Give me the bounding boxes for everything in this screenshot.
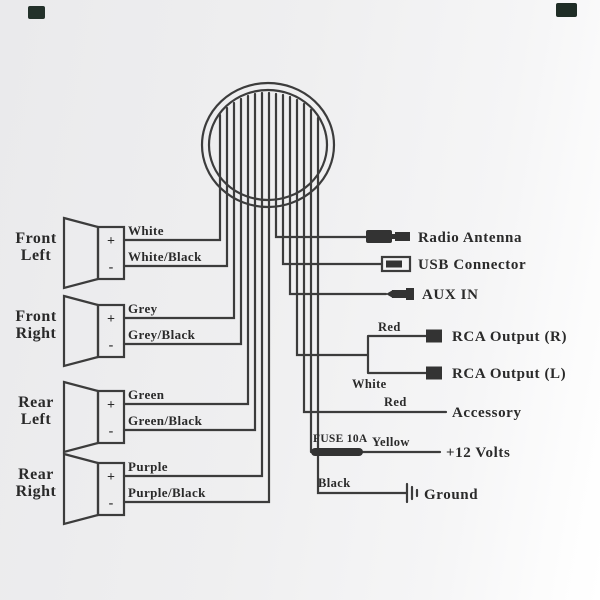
speaker-cone-icon (62, 380, 100, 454)
ground-label: Ground (424, 487, 478, 503)
speaker-cone-icon (62, 452, 100, 526)
aux-jack-tip-icon (386, 290, 392, 298)
rca-left-label: RCA Output (L) (452, 366, 566, 382)
accessory-wire-color: Red (384, 395, 407, 409)
speaker-body-icon (96, 303, 126, 359)
speaker-front-right: + - Front Right Grey Grey/Black (15, 294, 196, 368)
speaker-pos-sign: + (107, 398, 115, 413)
connection-usb: USB Connector (380, 255, 526, 273)
aux-jack-collar-icon (406, 288, 414, 300)
rca-plug-icon (426, 329, 442, 343)
wire-rear-right-neg (122, 91, 271, 504)
wire-rear-left-pos (122, 94, 250, 406)
power-label: +12 Volts (446, 445, 510, 461)
photo-artifact-top-right (556, 3, 577, 17)
speaker-cone-icon (62, 216, 100, 290)
speaker-neg-sign: - (109, 260, 114, 275)
usb-plug-icon (380, 255, 412, 273)
speaker-name-line2: Right (16, 325, 57, 342)
wire-front-right-neg (122, 97, 243, 346)
wire-label-pos: Grey (128, 301, 158, 316)
accessory-label: Accessory (452, 405, 522, 421)
usb-plug-contact-icon (386, 260, 402, 268)
speaker-neg-sign: - (109, 424, 114, 439)
speaker-name-line2: Left (21, 411, 52, 428)
antenna-plug-icon (366, 230, 392, 243)
wire-front-left-neg (122, 106, 229, 268)
wire-power (309, 108, 442, 454)
wire-label-pos: Green (128, 387, 165, 402)
wire-rca-split (295, 98, 428, 375)
radio-antenna-label: Radio Antenna (418, 230, 522, 246)
connection-accessory: Red Accessory (384, 395, 522, 421)
speaker-body-icon (96, 389, 126, 445)
connection-aux: AUX IN (386, 287, 479, 303)
connection-power: FUSE 10A Yellow +12 Volts (311, 433, 510, 461)
aux-label: AUX IN (422, 287, 479, 303)
power-wire-color: Yellow (372, 435, 410, 449)
speaker-name-line2: Left (21, 247, 52, 264)
speaker-rear-right: + - Rear Right Purple Purple/Black (16, 452, 206, 526)
wire-label-neg: White/Black (128, 249, 202, 264)
speaker-body-icon (96, 225, 126, 281)
antenna-plug-link-icon (391, 234, 396, 239)
wire-radio-antenna (274, 92, 368, 239)
rca-right-wire-color: Red (378, 320, 401, 334)
speaker-name-line1: Rear (18, 394, 54, 411)
connection-rca-right: Red RCA Output (R) (378, 320, 567, 345)
connection-ground: Black Ground (318, 476, 478, 504)
speaker-pos-sign: + (107, 470, 115, 485)
wire-label-neg: Purple/Black (128, 485, 206, 500)
wire-label-neg: Green/Black (128, 413, 203, 428)
wire-usb (281, 93, 384, 266)
wire-label-neg: Grey/Black (128, 327, 196, 342)
rca-right-label: RCA Output (R) (452, 329, 567, 345)
speaker-neg-sign: - (109, 338, 114, 353)
speaker-neg-sign: - (109, 496, 114, 511)
wire-rear-right-pos (122, 91, 264, 478)
wire-ground (316, 116, 408, 495)
speaker-name-line1: Rear (18, 466, 54, 483)
aux-jack-icon (392, 290, 406, 298)
speaker-pos-sign: + (107, 234, 115, 249)
wire-front-right-pos (122, 101, 236, 320)
fuse-holder-icon (311, 448, 363, 456)
speaker-name-line1: Front (15, 308, 56, 325)
wire-label-pos: Purple (128, 459, 168, 474)
speaker-rear-left: + - Rear Left Green Green/Black (18, 380, 203, 454)
fuse-label: FUSE 10A (313, 433, 368, 445)
wire-front-left-pos (122, 113, 222, 242)
speaker-body-icon (96, 461, 126, 517)
connection-radio-antenna: Radio Antenna (366, 230, 522, 246)
speaker-name-line2: Right (16, 483, 57, 500)
speaker-pos-sign: + (107, 312, 115, 327)
wire-bundle (122, 91, 448, 504)
wire-rear-left-neg (122, 92, 257, 432)
usb-label: USB Connector (418, 257, 526, 273)
ground-wire-color: Black (318, 476, 351, 490)
wire-aux (288, 95, 388, 296)
connection-rca-left: White RCA Output (L) (352, 366, 566, 391)
wire-label-pos: White (128, 223, 164, 238)
rca-left-wire-color: White (352, 377, 387, 391)
speaker-name-line1: Front (15, 230, 56, 247)
rca-plug-icon (426, 366, 442, 380)
antenna-plug-tip-icon (395, 232, 410, 241)
wire-accessory (302, 102, 448, 414)
speaker-cone-icon (62, 294, 100, 368)
ground-symbol-icon (405, 482, 419, 504)
speaker-front-left: + - Front Left White White/Black (15, 216, 202, 290)
photo-artifact-top-left (28, 6, 45, 19)
